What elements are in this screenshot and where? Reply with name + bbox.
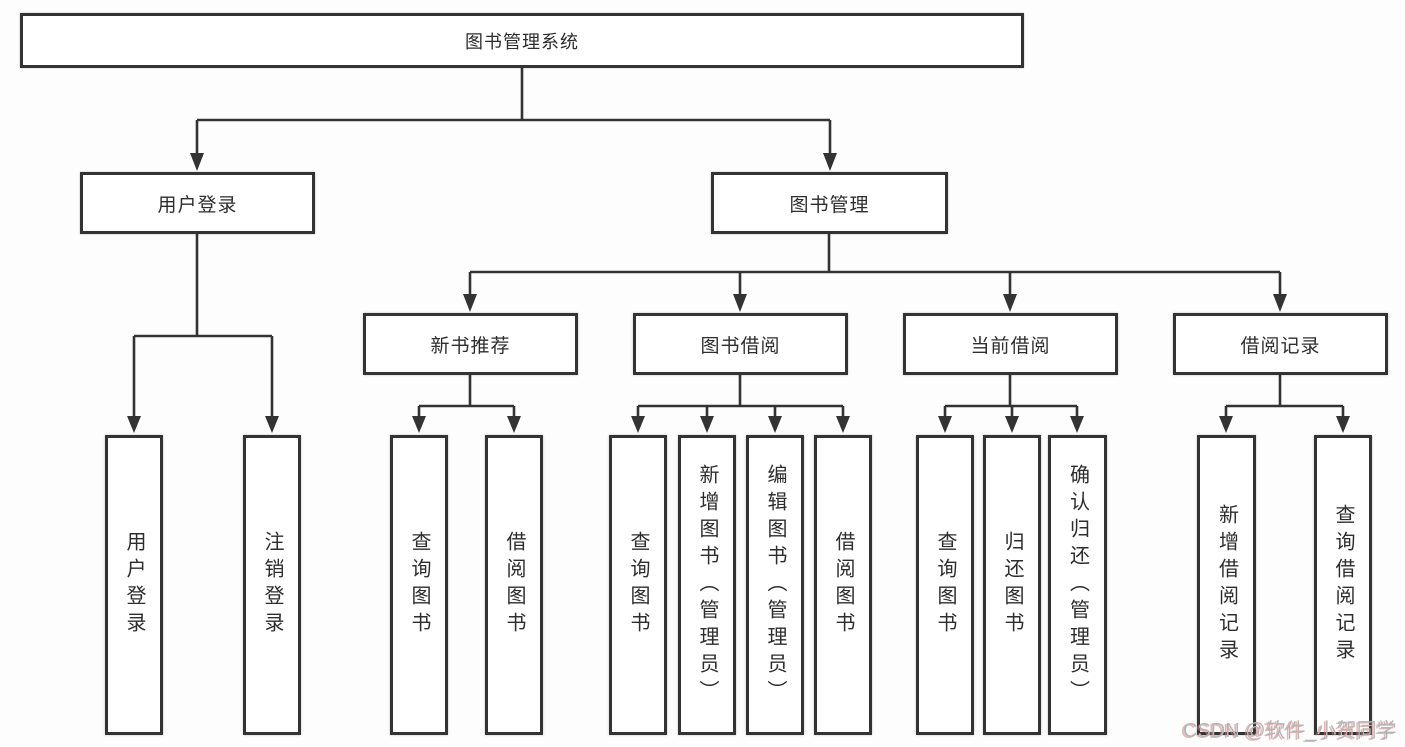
leaf-logout: 注销登录 [243, 435, 301, 735]
leaf-label: 编辑图书（管理员） [764, 463, 786, 707]
leaf-label: 查询图书 [408, 531, 430, 639]
leaf-label: 查询图书 [627, 531, 649, 639]
csdn-watermark: CSDN @软件_小贺同学 [1183, 720, 1397, 742]
leaf-query-books-current: 查询图书 [916, 435, 974, 735]
node-book-borrow: 图书借阅 [633, 313, 848, 375]
leaf-query-borrow-record: 查询借阅记录 [1314, 435, 1372, 735]
leaf-label: 归还图书 [1001, 531, 1023, 639]
leaf-borrow-books-recommend: 借阅图书 [485, 435, 543, 735]
leaf-label: 借阅图书 [832, 531, 854, 639]
leaf-label: 新增借阅记录 [1215, 504, 1238, 666]
leaf-borrow-books: 借阅图书 [814, 435, 872, 735]
leaf-label: 新增图书（管理员） [696, 463, 718, 707]
leaf-confirm-return-admin: 确认归还（管理员） [1048, 435, 1107, 735]
node-new-book-recommend: 新书推荐 [363, 313, 578, 375]
leaf-return-books: 归还图书 [983, 435, 1041, 735]
leaf-query-books-recommend: 查询图书 [390, 435, 448, 735]
node-book-management: 图书管理 [711, 172, 948, 234]
node-current-borrow: 当前借阅 [903, 313, 1118, 375]
leaf-label: 查询借阅记录 [1332, 504, 1354, 666]
leaf-label: 注销登录 [261, 531, 283, 639]
leaf-add-book-admin: 新增图书（管理员） [678, 435, 736, 735]
leaf-label: 用户登录 [123, 531, 145, 639]
leaf-query-books-borrow: 查询图书 [609, 435, 667, 735]
leaf-user-login: 用户登录 [105, 435, 163, 735]
leaf-add-borrow-record: 新增借阅记录 [1197, 435, 1256, 735]
leaf-label: 查询图书 [934, 531, 956, 639]
leaf-edit-book-admin: 编辑图书（管理员） [746, 435, 804, 735]
node-root-library-system: 图书管理系统 [20, 13, 1024, 68]
leaf-label: 借阅图书 [503, 531, 525, 639]
node-user-login: 用户登录 [80, 172, 315, 234]
leaf-label: 确认归还（管理员） [1066, 463, 1089, 707]
node-borrow-record: 借阅记录 [1173, 313, 1388, 375]
